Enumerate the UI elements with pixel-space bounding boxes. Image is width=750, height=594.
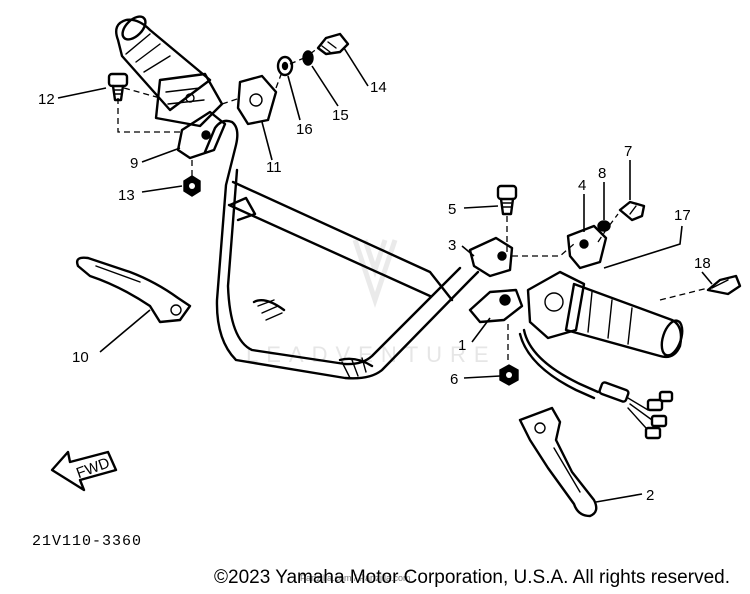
watermark-sub: Partzilla.com / Partzilla.com [300,573,411,583]
assembly-lines [117,47,709,364]
callout-11: 11 [266,159,282,176]
part-12-bolt [107,72,129,102]
part-2-lever [518,406,598,518]
connector-plugs [644,390,674,440]
callout-2: 2 [646,487,654,504]
callout-12: 12 [38,91,55,108]
callout-13: 13 [118,187,135,204]
copyright-notice: ©2023 Yamaha Motor Corporation, U.S.A. A… [214,567,730,588]
callout-3: 3 [448,237,456,254]
handlebar [203,119,480,380]
part-9-bracket [176,110,227,160]
part-16-washer [276,55,294,77]
callout-17: 17 [674,207,691,224]
callout-6: 6 [450,371,458,388]
part-7-screw [618,200,646,222]
callout-labels: 12 9 13 10 11 16 15 14 5 3 1 6 4 8 7 17 … [38,79,711,504]
callout-10: 10 [72,349,89,366]
fwd-arrow: FWD [50,450,118,492]
part-11-clamp [236,74,278,126]
part-13-nut [183,175,201,197]
part-14-screw [316,32,350,56]
diagram-code: 21V110-3360 [32,533,143,550]
callout-16: 16 [296,121,313,138]
part-3-holder [468,236,514,278]
part-10-lever [75,256,192,324]
callout-9: 9 [130,155,138,172]
callout-14: 14 [370,79,387,96]
callout-5: 5 [448,201,456,218]
callout-8: 8 [598,165,606,182]
part-5-bolt [496,184,518,216]
part-18-screw [706,274,742,296]
left-switch-housing [154,72,224,128]
part-4-clamp [566,224,608,270]
callout-15: 15 [332,107,349,124]
right-grip [564,282,684,359]
callout-4: 4 [578,177,586,194]
part-6-nut [499,364,519,386]
throttle-housing [526,270,586,340]
switch-cable [518,328,674,440]
callout-7: 7 [624,143,632,160]
part-1-bracket [468,288,524,324]
part-8-washer [597,220,611,232]
leader-lines [57,47,713,503]
callout-18: 18 [694,255,711,272]
callout-1: 1 [458,337,466,354]
left-grip [115,15,212,112]
